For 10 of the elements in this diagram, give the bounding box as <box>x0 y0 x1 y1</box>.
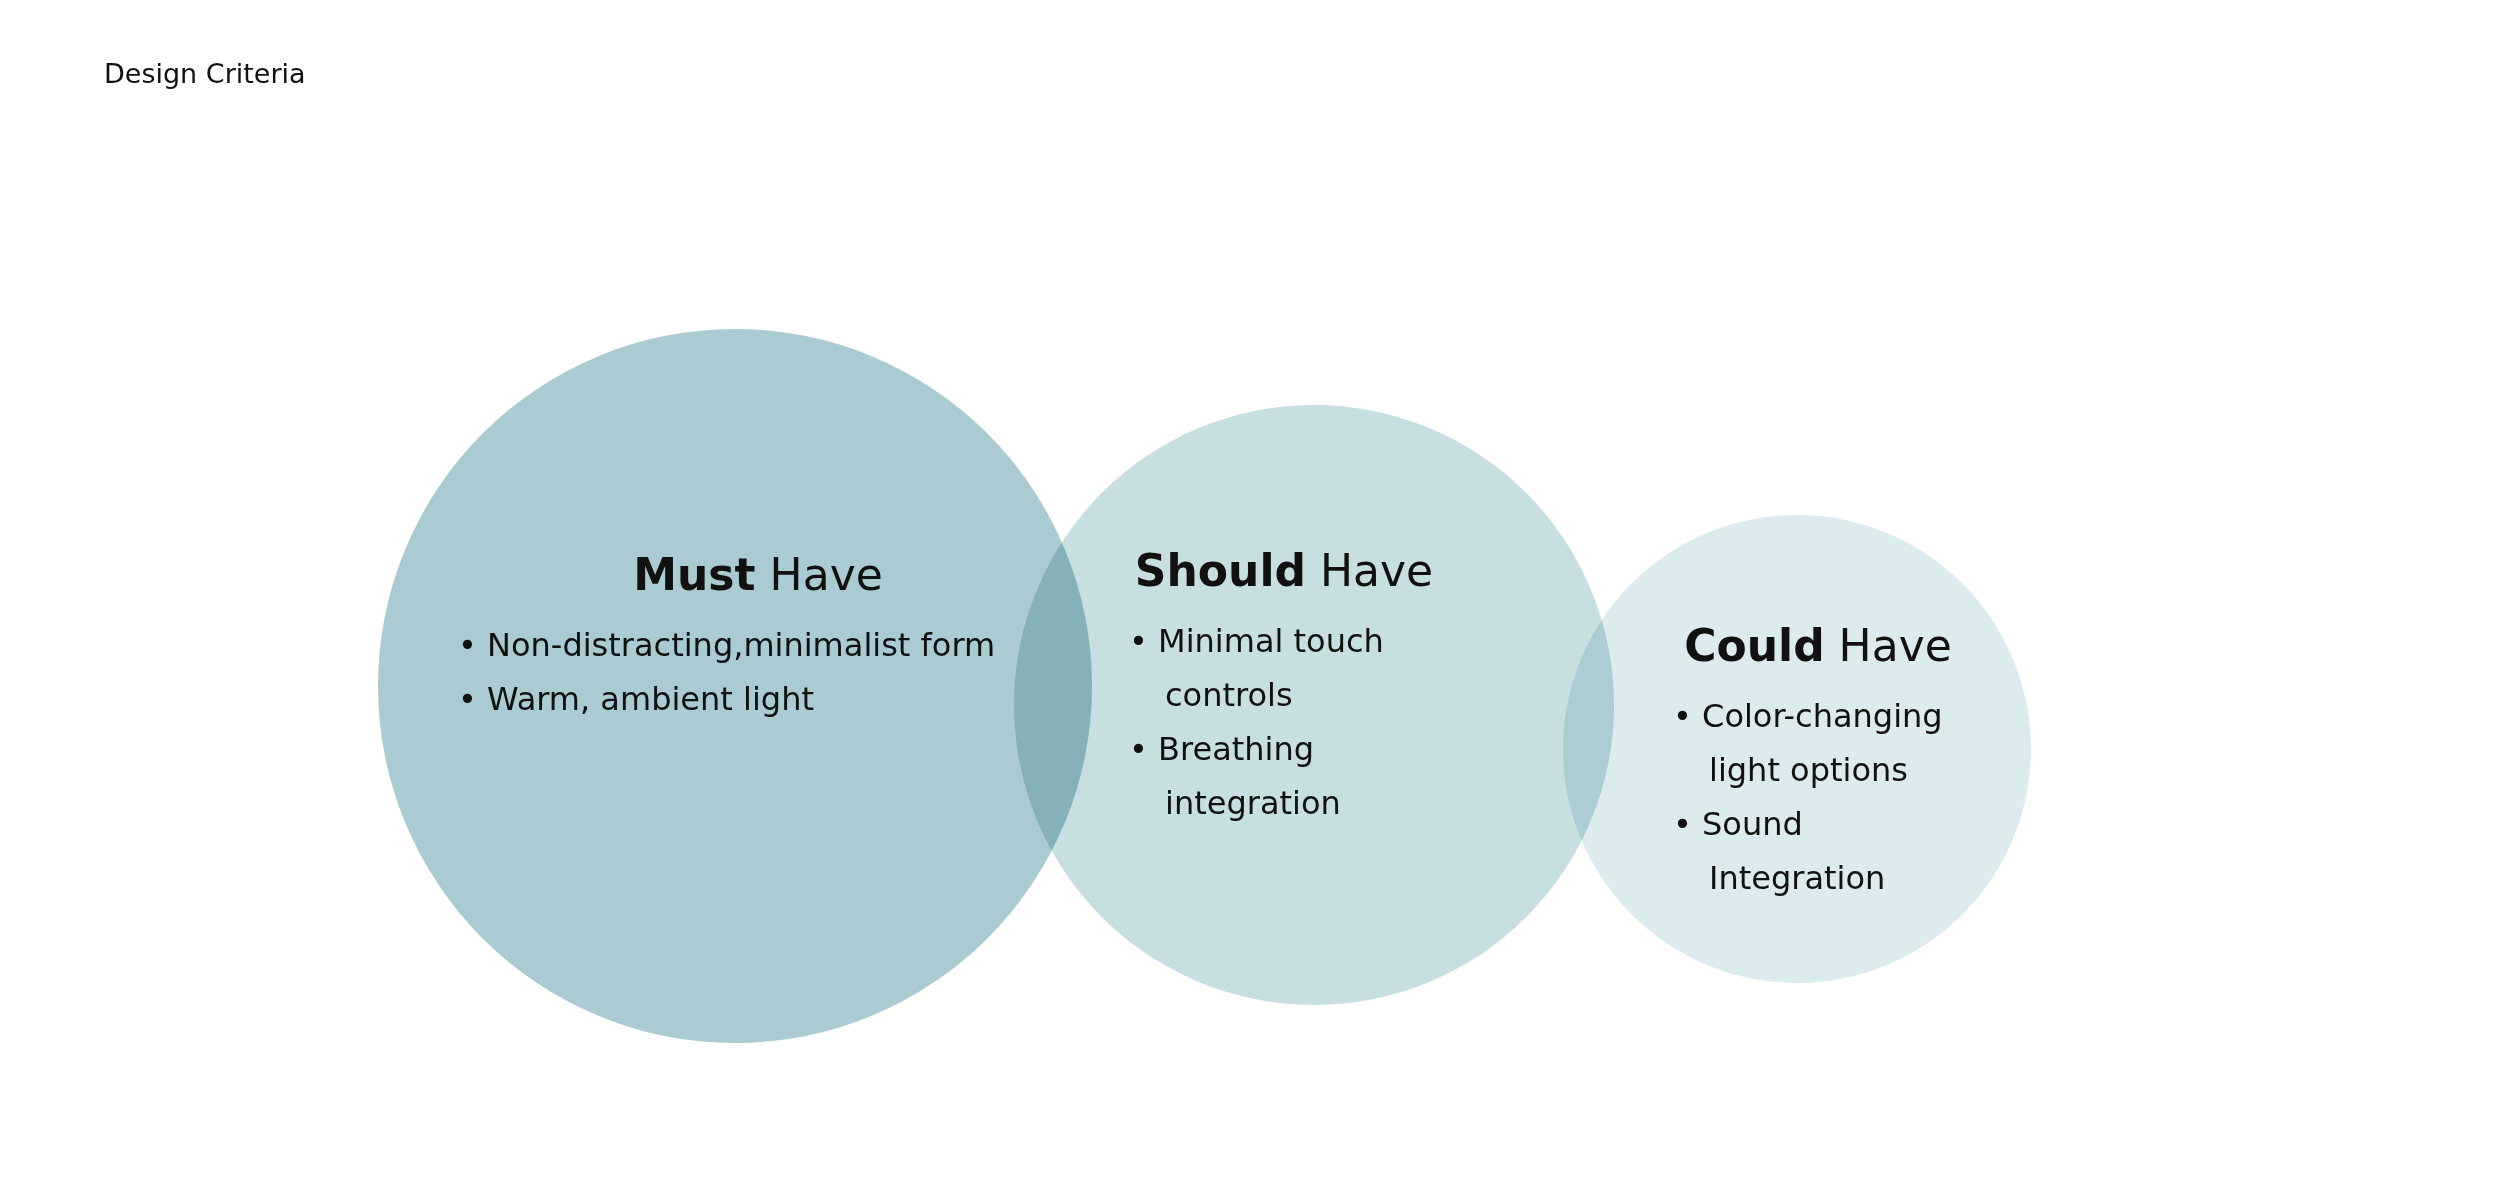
bullet-point-text: • Color-changing light options <box>1673 696 1944 791</box>
bullet-point-text: • Minimal touch controls <box>1129 621 1385 716</box>
circle-heading: Should Have <box>1133 545 1435 596</box>
circle-heading: Must Have <box>632 549 884 600</box>
bullet-point-text: • Sound Integration <box>1673 804 1887 899</box>
bullet-point-text: • Non-distracting,minimalist form <box>458 625 997 666</box>
bullet-point-text: • Breathing integration <box>1129 729 1342 824</box>
page-title: Design Criteria <box>104 58 306 89</box>
circle-heading: Could Have <box>1683 620 1953 671</box>
bullet-point-text: • Warm, ambient light <box>458 679 815 720</box>
